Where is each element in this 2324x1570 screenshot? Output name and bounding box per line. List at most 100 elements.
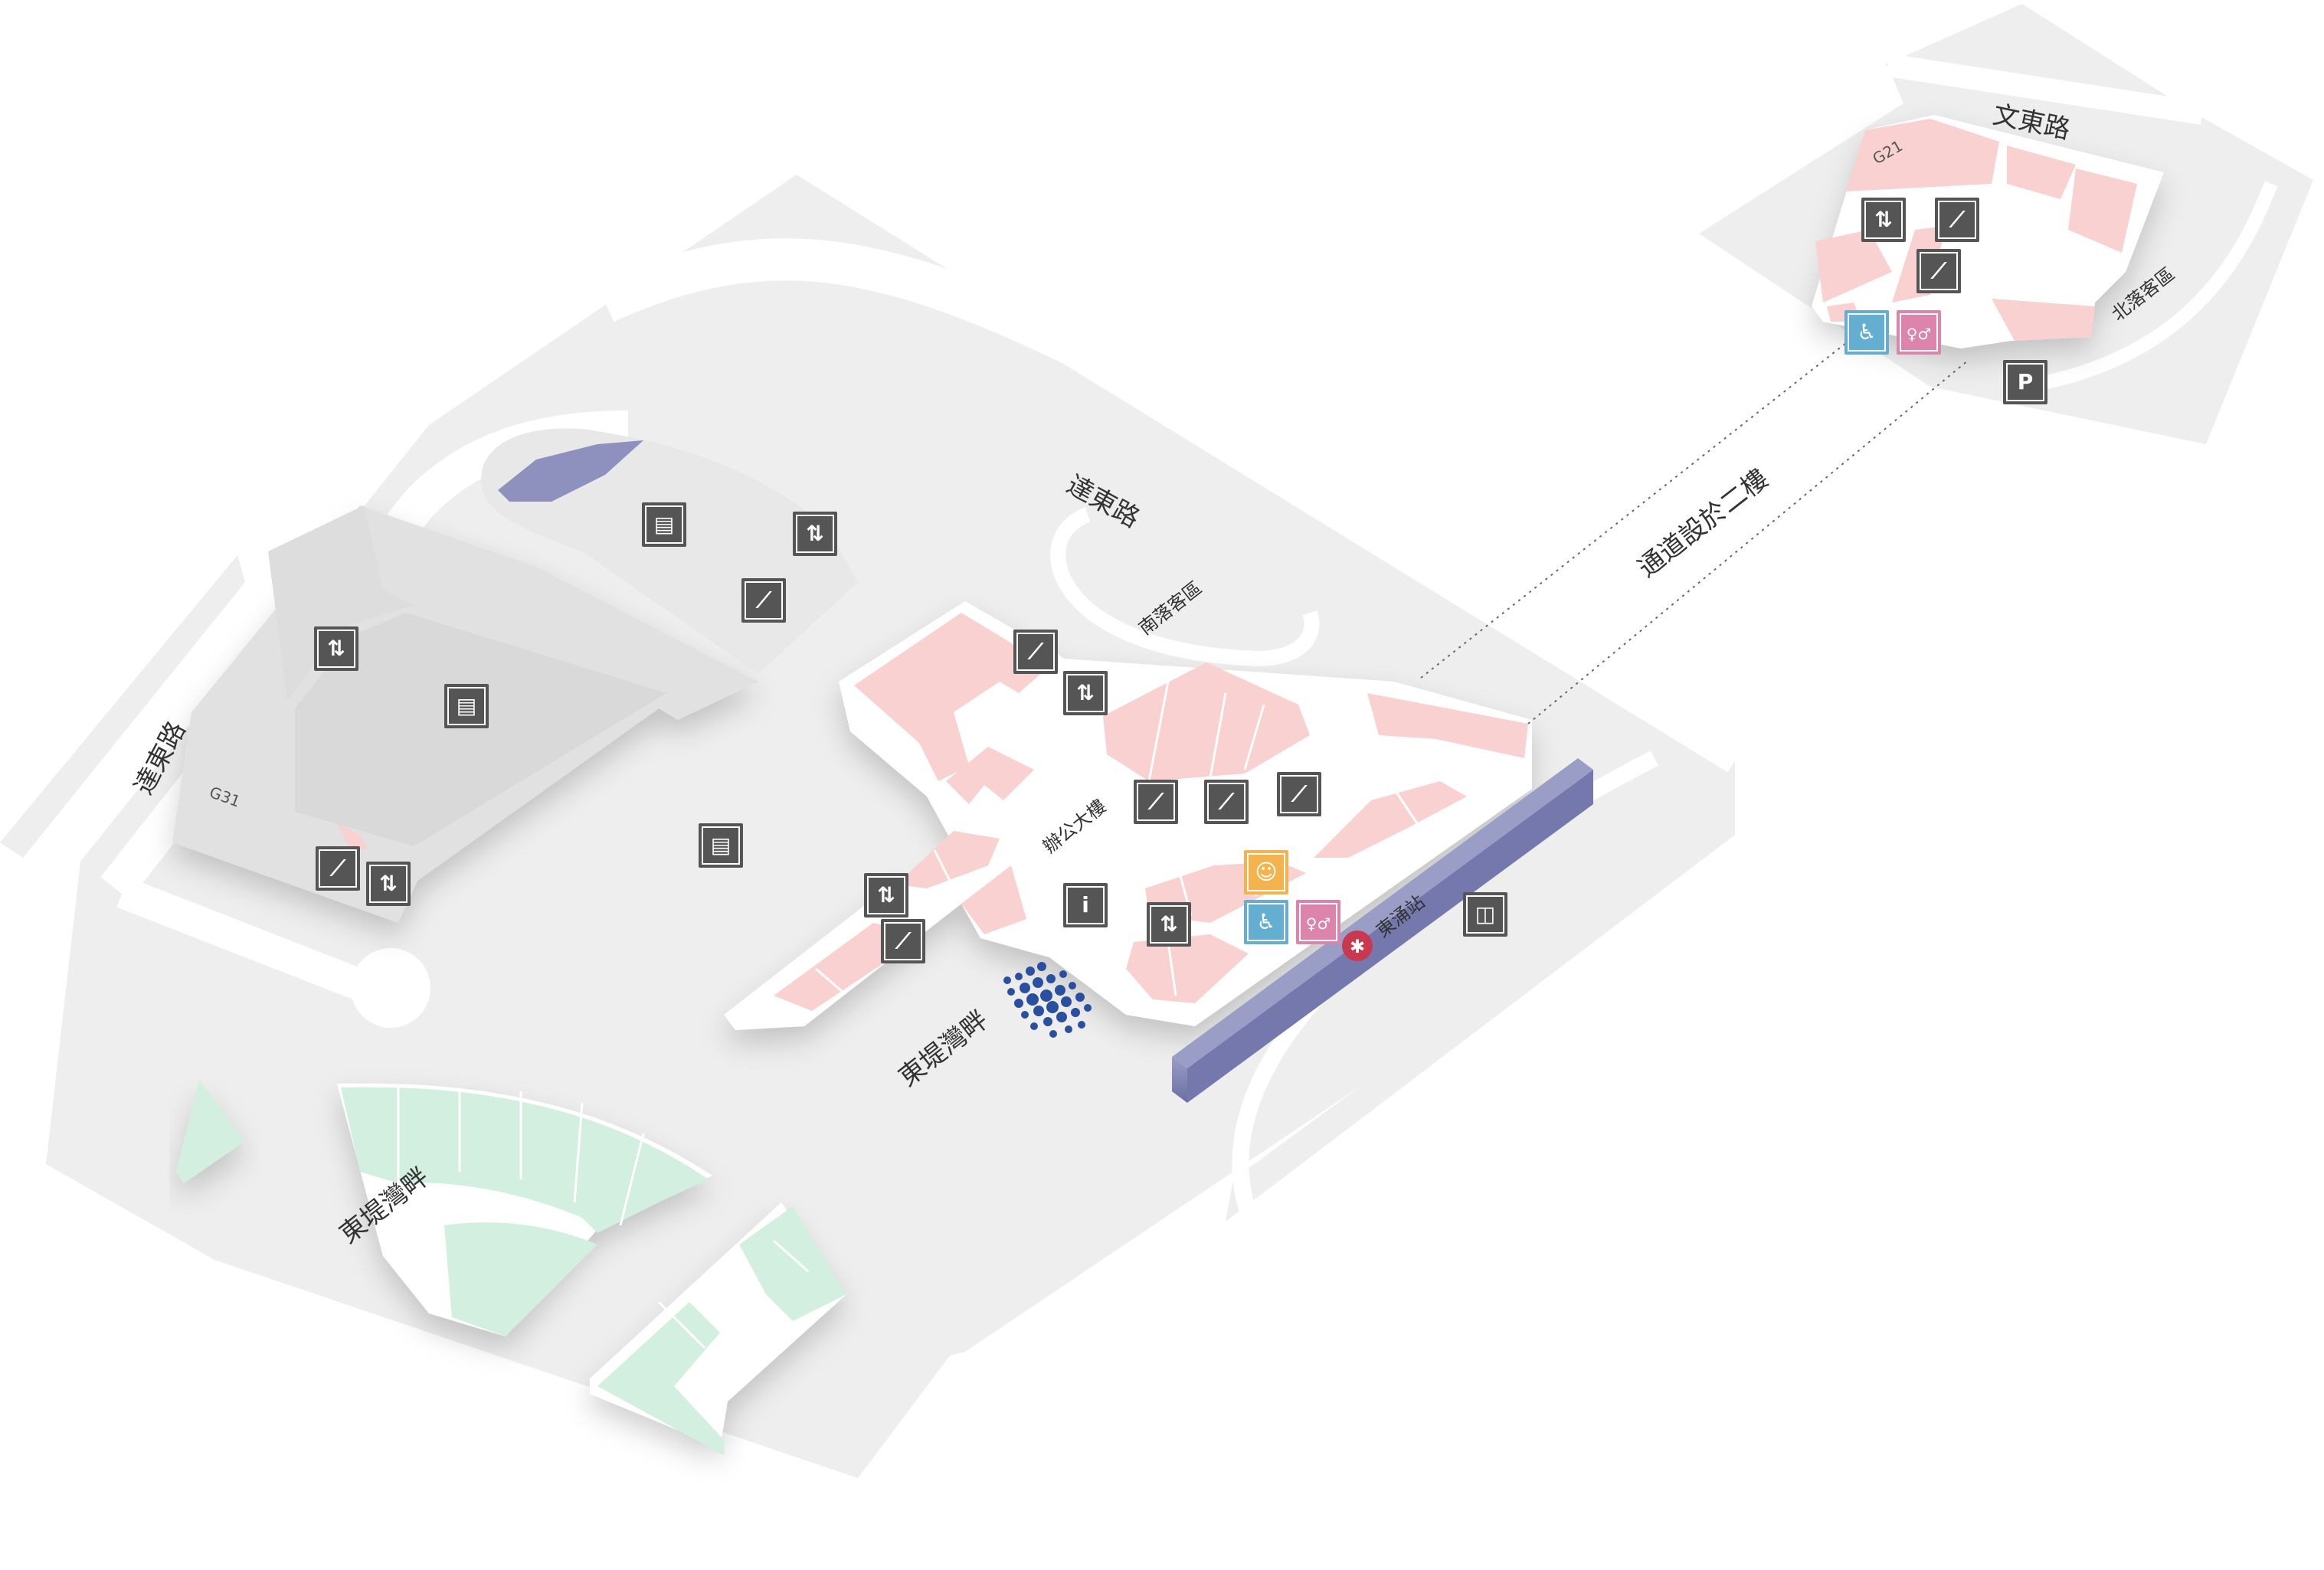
accessible-icon[interactable]: ♿ — [1844, 310, 1889, 355]
corridor — [1420, 336, 1969, 724]
svg-text:⟋: ⟋ — [1290, 781, 1308, 806]
green-mall — [176, 1080, 846, 1455]
svg-text:♿: ♿ — [1256, 909, 1275, 934]
elevator-icon[interactable]: ⇅ — [864, 873, 908, 917]
station-bar-side — [1187, 770, 1593, 1103]
svg-text:♀♂: ♀♂ — [1907, 325, 1932, 343]
elevator-icon[interactable]: ⇅ — [793, 512, 837, 556]
shop-block — [961, 865, 1026, 934]
station-building — [1172, 758, 1593, 1103]
svg-text:⟋: ⟋ — [1026, 639, 1044, 664]
escalator-icon[interactable]: ⟋ — [1204, 780, 1249, 824]
bus-icon[interactable]: ▤ — [642, 502, 686, 547]
svg-text:▤: ▤ — [457, 693, 476, 718]
svg-text:i: i — [1082, 892, 1089, 917]
road-dadong-upper — [596, 238, 1750, 773]
svg-text:P: P — [2018, 369, 2034, 394]
mtr-icon: ✱ — [1342, 931, 1373, 961]
shop-block — [1367, 693, 1528, 758]
svg-text:⟋: ⟋ — [1147, 789, 1164, 814]
svg-text:☺: ☺ — [1255, 859, 1277, 885]
bus-icon[interactable]: ▤ — [444, 684, 489, 728]
central-mall — [724, 601, 1532, 1030]
shop-block — [896, 831, 1000, 888]
facility-icons: ▤ ⇅ ⟋ ⇅ ▤ ⟋ ⇅ ▤ ⟋ ⇅ ⟋ ⟋ ⟋ ⇅ ⟋ i ⇅ ☺ ♿ ♀♂ ◫ ⇅ ⟋ ⟋ ♿ ♀♂ P ✱ — [314, 198, 2047, 963]
ne-ground-top — [1884, 4, 2191, 111]
parking-icon[interactable]: P — [2003, 360, 2047, 404]
svg-text:⇅: ⇅ — [327, 636, 345, 661]
ne-shop — [2007, 146, 2076, 199]
shop-block — [854, 613, 1049, 781]
left-ground — [0, 555, 245, 858]
escalator-icon[interactable]: ⟋ — [1935, 198, 1979, 242]
taxi-icon[interactable]: ◫ — [1463, 892, 1507, 937]
shop-block — [774, 923, 904, 1011]
toilet-icon[interactable]: ♀♂ — [1296, 900, 1340, 944]
svg-text:⇅: ⇅ — [806, 521, 823, 546]
escalator-icon[interactable]: ⟋ — [881, 919, 925, 963]
elevator-icon[interactable]: ⇅ — [366, 862, 411, 906]
svg-text:⟋: ⟋ — [1930, 258, 1947, 283]
road-ne-top — [1886, 54, 2205, 125]
svg-text:⟋: ⟋ — [329, 855, 346, 881]
elevator-icon[interactable]: ⇅ — [314, 626, 358, 671]
svg-text:⇅: ⇅ — [877, 882, 895, 908]
svg-text:⇅: ⇅ — [1874, 207, 1892, 232]
green-shop-left — [176, 1080, 245, 1183]
shop-block — [946, 747, 1034, 804]
elevator-icon[interactable]: ⇅ — [1147, 902, 1191, 947]
svg-text:▤: ▤ — [711, 832, 731, 858]
svg-text:⟋: ⟋ — [754, 587, 772, 613]
escalator-icon[interactable]: ⟋ — [741, 578, 786, 623]
right-ground — [1226, 812, 1735, 1222]
svg-text:⇅: ⇅ — [1160, 911, 1177, 937]
elevator-icon[interactable]: ⇅ — [1861, 198, 1906, 242]
elevator-icon[interactable]: ⇅ — [1063, 671, 1108, 715]
svg-text:⟋: ⟋ — [1948, 207, 1966, 232]
green-mall-lower-shops — [739, 1206, 846, 1321]
escalator-icon[interactable]: ⟋ — [1134, 780, 1178, 824]
road-south-drop — [1050, 507, 1320, 667]
corridor-label: 通道設於二樓 — [1632, 463, 1774, 584]
shop-block — [1314, 781, 1467, 858]
terminus-inner — [295, 613, 666, 846]
svg-text:✱: ✱ — [1350, 936, 1365, 957]
toilet-icon[interactable]: ♀♂ — [1897, 310, 1941, 355]
roundabout — [351, 948, 430, 1028]
svg-text:♿: ♿ — [1857, 319, 1876, 345]
info-icon[interactable]: i — [1063, 883, 1108, 927]
svg-text:♀♂: ♀♂ — [1306, 914, 1331, 933]
escalator-icon[interactable]: ⟋ — [1916, 249, 1961, 293]
svg-text:⇅: ⇅ — [1076, 680, 1094, 705]
ne-shop — [2068, 168, 2137, 253]
ne-shop — [1992, 299, 2095, 341]
svg-text:◫: ◫ — [1475, 901, 1495, 927]
ne-shop — [1815, 230, 1892, 303]
escalator-icon[interactable]: ⟋ — [1277, 772, 1321, 816]
green-mall-lower-shops — [597, 1302, 724, 1455]
road-circle-branch — [116, 877, 374, 1003]
shop-dividers — [815, 681, 1419, 996]
bus-icon[interactable]: ▤ — [699, 823, 743, 868]
svg-text:⇅: ⇅ — [379, 871, 397, 896]
pond — [498, 440, 643, 502]
svg-text:⟋: ⟋ — [1217, 789, 1235, 814]
green-dividers — [397, 1088, 809, 1349]
escalator-icon[interactable]: ⟋ — [1013, 630, 1058, 674]
accessible-icon[interactable]: ♿ — [1244, 900, 1288, 944]
green-mall-arc-shops — [341, 1087, 709, 1233]
escalator-icon[interactable]: ⟋ — [316, 846, 360, 891]
station-bar-top — [1172, 758, 1593, 1068]
svg-text:⟋: ⟋ — [894, 928, 912, 953]
citygate-logo — [1003, 962, 1092, 1038]
station-bar-front — [1172, 1057, 1187, 1103]
svg-text:▤: ▤ — [654, 512, 674, 537]
terminus-upper-deck — [268, 505, 414, 701]
road-ne-loop — [2021, 181, 2278, 394]
retail-unit-g31 — [337, 823, 368, 850]
baby-care-icon[interactable]: ☺ — [1244, 850, 1288, 895]
shop-block — [1126, 934, 1249, 1003]
ne-shop — [1846, 119, 1999, 191]
green-mall-arc-inner — [444, 1222, 597, 1336]
